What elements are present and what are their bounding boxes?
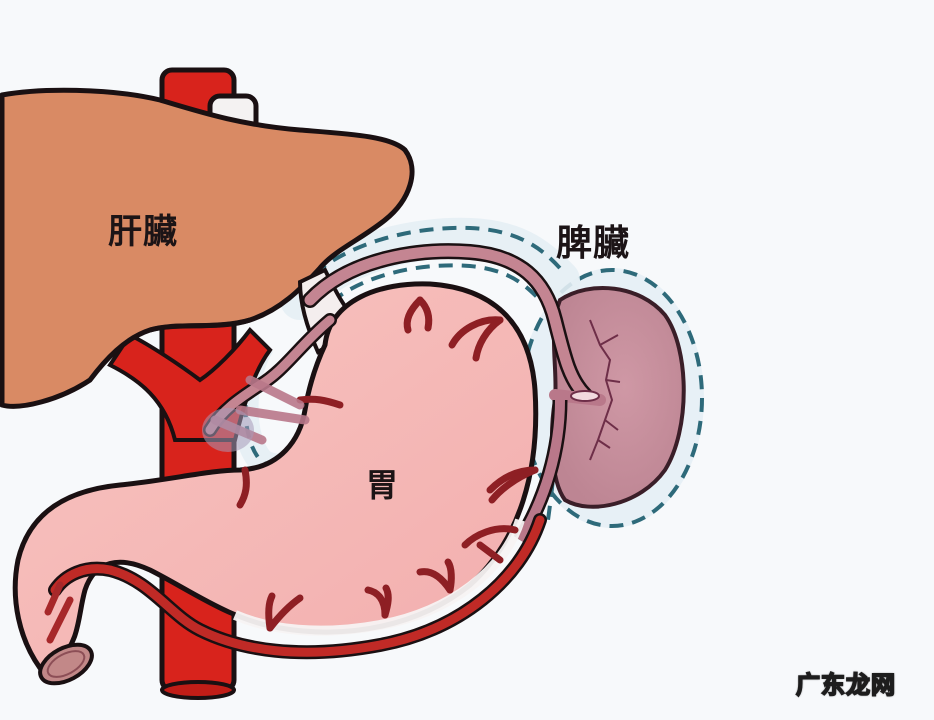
watermark: 广东龙网: [795, 670, 896, 700]
stomach: [12, 281, 539, 686]
liver: [0, 87, 415, 409]
liver-edge: [149, 317, 251, 333]
spleen-label: 脾臟: [556, 223, 631, 264]
splenic-artery: [302, 243, 606, 544]
liver-label: 肝臟: [108, 212, 178, 252]
gastric-branches: [236, 296, 539, 632]
left-gastric-artery: [202, 313, 337, 452]
stomach-label: 胃: [366, 466, 400, 504]
gastroepiploic-artery: [44, 513, 547, 660]
